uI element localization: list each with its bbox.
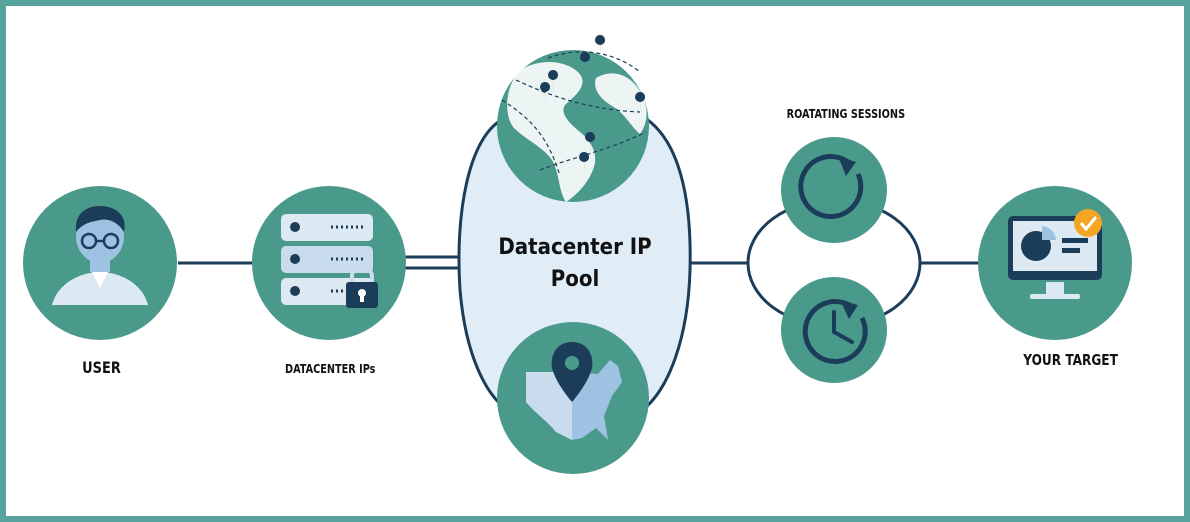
ip-pool-title-line1: Datacenter IP [498,235,652,260]
rotate-icon [781,137,887,243]
checkmark-badge-icon [1074,209,1102,237]
globe-icon [497,35,649,202]
user-label: USER [82,358,121,377]
usa-map-icon [497,322,649,474]
your-target-label: YOUR TARGET [1023,351,1118,369]
datacenter-ips-label: DATACENTER IPs [285,362,376,376]
user-icon [23,186,177,340]
ip-pool-title: Datacenter IP Pool [480,232,670,296]
padlock-icon [346,266,378,308]
ip-pool-title-line2: Pool [550,267,600,292]
monitor-chart-icon [978,186,1132,340]
map-pin-icon [551,342,593,402]
rotating-sessions-label: ROATATING SESSIONS [786,107,906,121]
globe-map-pins [540,35,646,175]
server-rack-icon [252,186,406,340]
clock-icon [781,277,887,383]
